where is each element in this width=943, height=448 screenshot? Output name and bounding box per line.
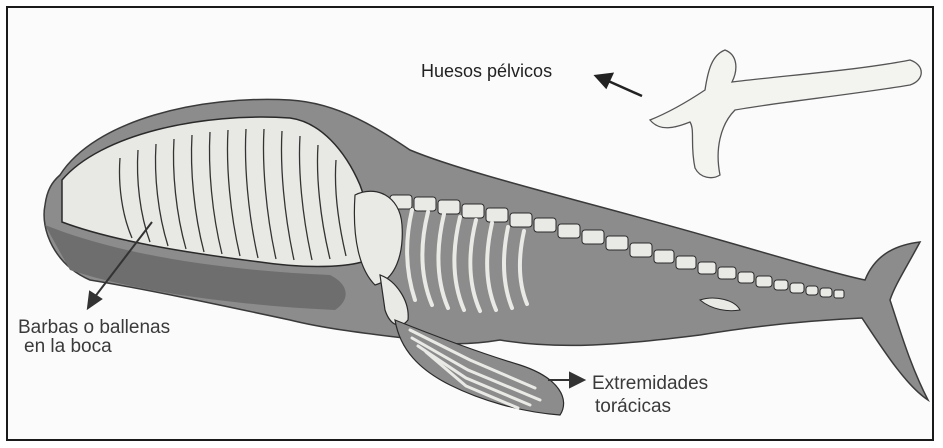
label-pelvic-bones: Huesos pélvicos — [421, 62, 552, 80]
label-limbs-line2: torácicas — [595, 397, 671, 416]
label-baleen-line2: en la boca — [24, 337, 112, 356]
label-baleen-line1: Barbas o ballenas — [18, 318, 170, 337]
pelvic-bone-inset — [650, 50, 921, 178]
arrow-pelvic — [596, 74, 642, 96]
label-limbs-line1: Extremidades — [592, 374, 708, 393]
